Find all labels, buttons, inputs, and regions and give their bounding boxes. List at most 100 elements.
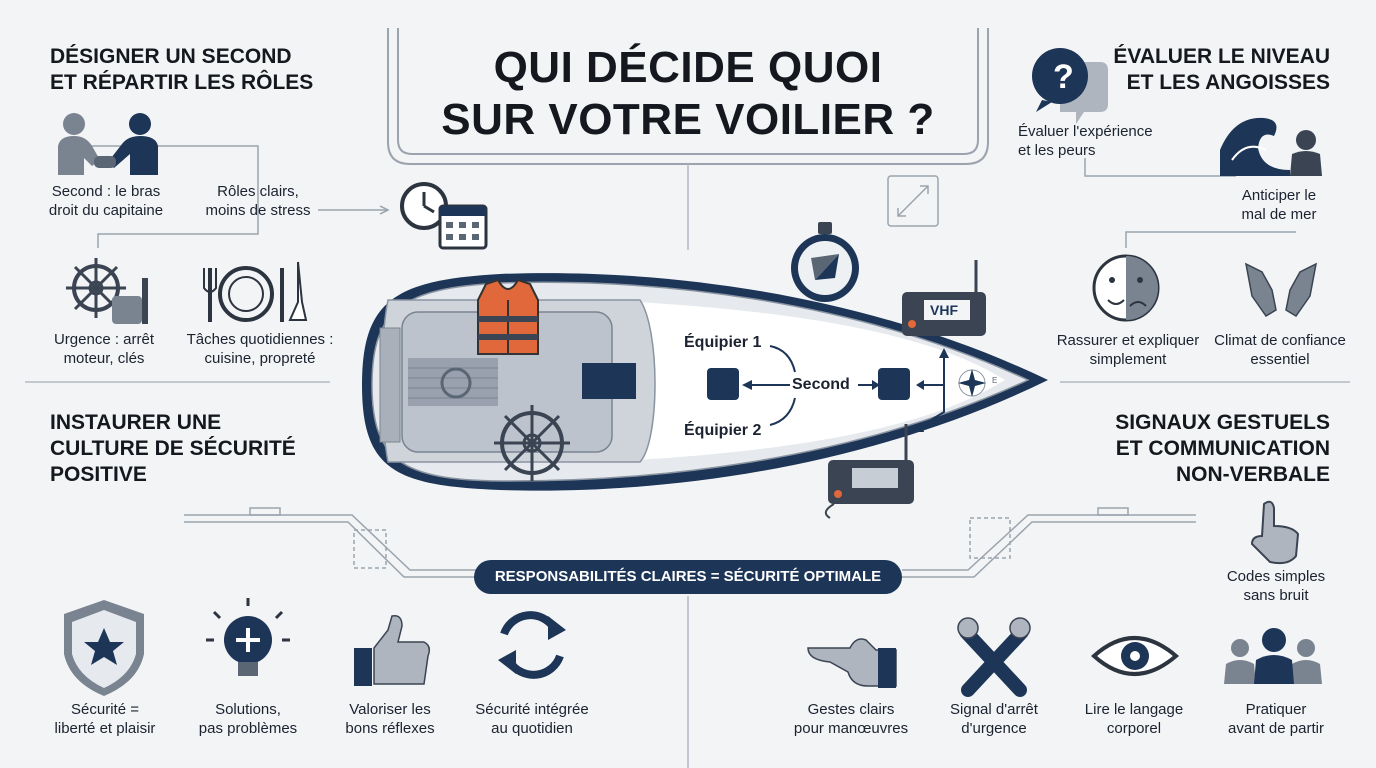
label-safety-freedom: Sécurité = liberté et plaisir	[40, 700, 170, 738]
section-evaluate-line2: ET LES ANGOISSES	[1126, 71, 1330, 94]
shield-star-icon	[64, 600, 144, 696]
team-practice-icon	[1224, 628, 1322, 684]
label-good-reflexes: Valoriser les bons réflexes	[330, 700, 450, 738]
label-solutions-line2: pas problèmes	[198, 720, 298, 737]
label-daily-tasks-line2: cuisine, propreté	[204, 350, 316, 367]
section-evaluate-heading: ÉVALUER LE NIVEAU ET LES ANGOISSES	[1113, 44, 1330, 96]
section-culture-line3: POSITIVE	[50, 463, 147, 486]
handshake-icon	[58, 113, 158, 175]
label-emergency: Urgence : arrêt moteur, clés	[44, 330, 164, 368]
eye-icon	[1091, 636, 1180, 676]
compass-letter: E	[992, 376, 998, 385]
wave-worried-icon	[1220, 117, 1322, 176]
speech-question-icon	[1032, 48, 1108, 124]
label-simple-codes-line1: Codes simples	[1226, 568, 1326, 585]
label-solutions: Solutions, pas problèmes	[186, 700, 310, 738]
section-roles-line2: ET RÉPARTIR LES RÔLES	[50, 71, 314, 94]
section-roles-line1: DÉSIGNER UN SECOND	[50, 45, 292, 68]
label-simple-codes-line2: sans bruit	[1243, 587, 1309, 604]
label-emergency-line1: Urgence : arrêt	[53, 331, 155, 348]
question-mark-glyph: ?	[1053, 58, 1074, 96]
label-seasick-line1: Anticiper le	[1241, 187, 1317, 204]
resize-icon	[887, 175, 939, 227]
label-reassure: Rassurer et expliquer simplement	[1048, 331, 1208, 369]
vhf-label: VHF	[930, 302, 958, 318]
label-clear-gestures-line2: pour manœuvres	[793, 720, 909, 737]
label-clear-roles-line2: moins de stress	[205, 202, 311, 219]
label-emergency-line2: moteur, clés	[63, 350, 145, 367]
section-evaluate-line1: ÉVALUER LE NIVEAU	[1113, 45, 1330, 68]
connector-arrowhead	[379, 205, 390, 215]
label-integrated: Sécurité intégrée au quotidien	[464, 700, 600, 738]
section-signals-line1: SIGNAUX GESTUELS	[1115, 411, 1330, 434]
label-clear-roles-line1: Rôles clairs,	[217, 183, 299, 200]
handheld-radio-icon	[824, 424, 914, 519]
label-stop-signal: Signal d'arrêt d'urgence	[934, 700, 1054, 738]
boat-second-label: Second	[792, 376, 850, 393]
main-title-line1: QUI DÉCIDE QUOI	[493, 43, 883, 92]
label-evaluate-exp: Évaluer l'expérience et les peurs	[1018, 122, 1166, 160]
sailboat	[362, 273, 1048, 491]
open-hands-icon	[1244, 262, 1318, 318]
label-body-language-line1: Lire le langage	[1084, 701, 1184, 718]
label-trust-line1: Climat de confiance	[1214, 332, 1346, 349]
label-evaluate-exp-line2: et les peurs	[1018, 142, 1096, 159]
label-solutions-line1: Solutions,	[215, 701, 281, 718]
banner-clear-responsibilities: RESPONSABILITÉS CLAIRES = SÉCURITÉ OPTIM…	[474, 560, 902, 594]
label-body-language-line2: corporel	[1106, 720, 1162, 737]
clock-calendar-icon	[400, 182, 488, 250]
happy-sad-face-icon	[1092, 254, 1160, 322]
section-signals-line3: NON-VERBALE	[1175, 463, 1330, 486]
helm-wheel-icon	[494, 405, 570, 481]
label-seasick-line2: mal de mer	[1241, 206, 1317, 223]
label-daily-tasks: Tâches quotidiennes : cuisine, propreté	[178, 330, 342, 368]
lightbulb-plus-icon	[206, 598, 290, 676]
section-signals-heading: SIGNAUX GESTUELS ET COMMUNICATION NON-VE…	[1115, 410, 1330, 488]
section-culture-heading: INSTAURER UNE CULTURE DE SÉCURITÉ POSITI…	[50, 410, 296, 488]
thumbs-up-icon	[354, 614, 431, 686]
label-clear-gestures-line1: Gestes clairs	[807, 701, 895, 718]
cutlery-plate-icon	[203, 261, 308, 322]
label-reassure-line2: simplement	[1089, 351, 1167, 368]
label-good-reflexes-line2: bons réflexes	[345, 720, 435, 737]
section-roles-heading: DÉSIGNER UN SECOND ET RÉPARTIR LES RÔLES	[50, 44, 313, 96]
pointing-hand-icon	[807, 638, 897, 688]
refresh-arrowheads	[498, 616, 566, 674]
compass-rose-icon	[958, 369, 986, 397]
raised-finger-icon	[1250, 500, 1300, 565]
label-daily-tasks-line1: Tâches quotidiennes :	[186, 331, 334, 348]
label-stop-signal-line1: Signal d'arrêt	[950, 701, 1038, 718]
label-practice: Pratiquer avant de partir	[1214, 700, 1338, 738]
navigation-compass-icon	[791, 222, 859, 302]
label-stop-signal-line2: d'urgence	[961, 720, 1027, 737]
label-integrated-line1: Sécurité intégrée	[475, 701, 589, 718]
label-trust-line2: essentiel	[1250, 351, 1310, 368]
boat-crew2-label: Équipier 2	[684, 422, 762, 439]
rail-right	[902, 507, 1196, 578]
label-second-arm: Second : le bras droit du capitaine	[36, 182, 176, 220]
label-second-arm-line2: droit du capitaine	[48, 202, 164, 219]
vhf-radio-icon	[902, 260, 986, 336]
label-safety-freedom-line1: Sécurité =	[71, 701, 139, 718]
label-simple-codes: Codes simples sans bruit	[1214, 567, 1338, 605]
divider-lines	[25, 164, 1350, 768]
life-jacket-icon	[477, 278, 539, 355]
label-practice-line2: avant de partir	[1228, 720, 1324, 737]
label-integrated-line2: au quotidien	[491, 720, 573, 737]
label-good-reflexes-line1: Valoriser les	[349, 701, 431, 718]
crossed-arms-icon	[957, 617, 1031, 697]
label-clear-gestures: Gestes clairs pour manœuvres	[784, 700, 918, 738]
section-culture-line1: INSTAURER UNE	[50, 411, 222, 434]
label-trust: Climat de confiance essentiel	[1200, 331, 1360, 369]
label-second-arm-line1: Second : le bras	[51, 183, 161, 200]
section-culture-line2: CULTURE DE SÉCURITÉ	[50, 437, 296, 460]
connector-lines	[78, 145, 1296, 248]
label-body-language: Lire le langage corporel	[1074, 700, 1194, 738]
label-practice-line1: Pratiquer	[1245, 701, 1307, 718]
label-reassure-line1: Rassurer et expliquer	[1056, 332, 1200, 349]
boat-crew1-label: Équipier 1	[684, 334, 762, 351]
label-safety-freedom-line2: liberté et plaisir	[54, 720, 156, 737]
label-seasick: Anticiper le mal de mer	[1224, 186, 1334, 224]
